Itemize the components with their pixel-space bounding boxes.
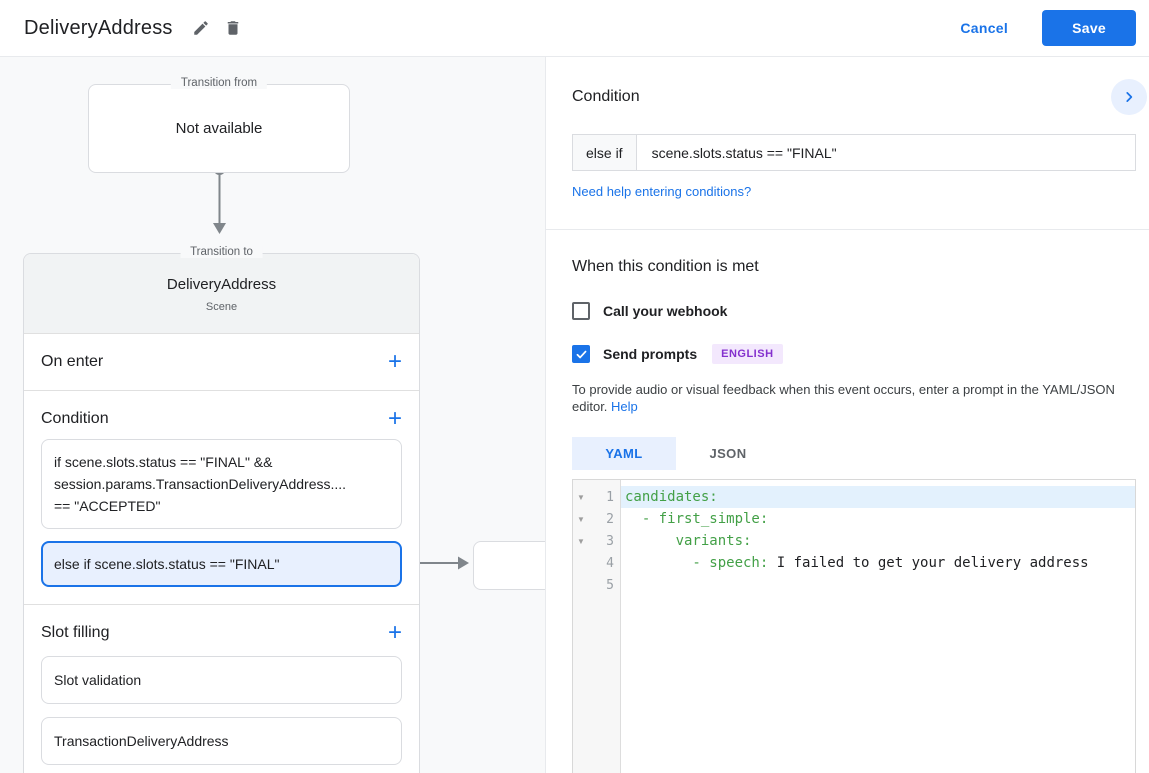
call-webhook-checkbox[interactable] (572, 302, 590, 320)
tab-json[interactable]: JSON (709, 446, 747, 461)
slot-item-transaction-delivery-address[interactable]: TransactionDeliveryAddress (41, 717, 402, 765)
page-title: DeliveryAddress (24, 16, 173, 39)
editor-code-area[interactable]: candidates: - first_simple: variants: - … (621, 480, 1135, 773)
panel-title: Condition (572, 88, 640, 105)
condition-if-line: == "ACCEPTED" (54, 498, 161, 514)
pencil-icon (192, 19, 210, 37)
transition-to-label: Transition to (180, 246, 263, 258)
help-link[interactable]: Help (611, 399, 638, 414)
code-line[interactable]: variants: (621, 530, 1135, 552)
slot-filling-section-label: Slot filling (41, 624, 110, 641)
plus-icon: + (387, 405, 402, 432)
chevron-right-icon (1122, 90, 1136, 104)
on-enter-label: On enter (41, 353, 104, 370)
code-line-active[interactable]: candidates: (621, 486, 1135, 508)
plus-icon: + (387, 619, 402, 646)
code-line[interactable] (621, 574, 1135, 596)
checkmark-icon (575, 348, 588, 361)
condition-else-text: else if scene.slots.status == "FINAL" (54, 556, 280, 572)
send-prompts-label[interactable]: Send prompts (603, 346, 698, 362)
chevron-down-icon[interactable]: ▼ (577, 536, 585, 546)
trash-icon (224, 19, 242, 37)
condition-editor-panel: Condition else if scene.slots.status == … (546, 57, 1149, 773)
transition-from-content: Not available (175, 120, 263, 137)
chevron-down-icon[interactable]: ▼ (577, 514, 585, 524)
yaml-key: - first_simple: (625, 511, 769, 527)
send-prompts-checkbox[interactable] (572, 345, 590, 363)
cancel-button[interactable]: Cancel (960, 20, 1009, 36)
delete-scene-button[interactable] (217, 12, 249, 44)
yaml-key: variants: (625, 533, 752, 549)
condition-expression-input[interactable]: scene.slots.status == "FINAL" (651, 144, 837, 161)
transition-from-label: Transition from (170, 77, 268, 89)
language-badge: ENGLISH (712, 344, 783, 364)
top-bar: DeliveryAddress Cancel Save (0, 0, 1149, 57)
scene-card-title: DeliveryAddress (166, 276, 277, 293)
condition-if-line: if scene.slots.status == "FINAL" && (54, 454, 273, 470)
condition-item-else-if[interactable]: else if scene.slots.status == "FINAL" (41, 541, 402, 587)
editor-format-tabs: YAML JSON (572, 437, 1136, 470)
code-line[interactable]: - first_simple: (621, 508, 1135, 530)
condition-if-line: session.params.TransactionDeliveryAddres… (54, 476, 347, 492)
add-on-enter-button[interactable]: + (388, 350, 402, 374)
tab-yaml[interactable]: YAML (572, 437, 676, 470)
condition-item-if[interactable]: if scene.slots.status == "FINAL" && sess… (41, 439, 402, 529)
save-button[interactable]: Save (1042, 10, 1136, 46)
code-line[interactable]: - speech: I failed to get your delivery … (621, 552, 1135, 574)
condition-section-label: Condition (41, 410, 109, 427)
chevron-down-icon[interactable]: ▼ (577, 492, 585, 502)
panel-divider (546, 229, 1149, 230)
condition-expression-row: else if scene.slots.status == "FINAL" (572, 134, 1136, 171)
edit-title-button[interactable] (185, 12, 217, 44)
slot-item-validation[interactable]: Slot validation (41, 656, 402, 704)
call-webhook-label[interactable]: Call your webhook (603, 303, 728, 319)
transition-from-box[interactable]: Transition from Not available (88, 77, 350, 173)
collapse-panel-button[interactable] (1111, 79, 1147, 115)
scene-flow-canvas: Transition from Not available Transition… (0, 57, 546, 773)
line-number: 1 (606, 489, 614, 505)
prompt-description-text: To provide audio or visual feedback when… (572, 381, 1136, 415)
yaml-code-editor[interactable]: ▼ 1 ▼ 2 ▼ 3 4 (572, 479, 1136, 773)
prompt-description-body: To provide audio or visual feedback when… (572, 382, 1115, 414)
yaml-key: - speech: (625, 555, 769, 571)
editor-gutter: ▼ 1 ▼ 2 ▼ 3 4 (573, 480, 621, 773)
plus-icon: + (387, 348, 402, 375)
condition-prefix-label: else if (573, 135, 637, 170)
yaml-value: I failed to get your delivery address (768, 555, 1089, 571)
scene-card-header[interactable]: DeliveryAddress Scene (24, 254, 419, 334)
conditions-help-link[interactable]: Need help entering conditions? (572, 184, 752, 199)
line-number: 5 (606, 577, 614, 593)
when-condition-met-heading: When this condition is met (572, 258, 759, 275)
scene-card-subtitle: Scene (205, 301, 238, 313)
transition-to-card: Transition to DeliveryAddress Scene On e… (23, 246, 420, 773)
add-slot-button[interactable]: + (388, 621, 402, 645)
line-number: 2 (606, 511, 614, 527)
line-number: 4 (606, 555, 614, 571)
add-condition-button[interactable]: + (388, 407, 402, 431)
transition-target-stub-box[interactable] (473, 541, 545, 590)
line-number: 3 (606, 533, 614, 549)
yaml-key: candidates: (625, 489, 718, 505)
